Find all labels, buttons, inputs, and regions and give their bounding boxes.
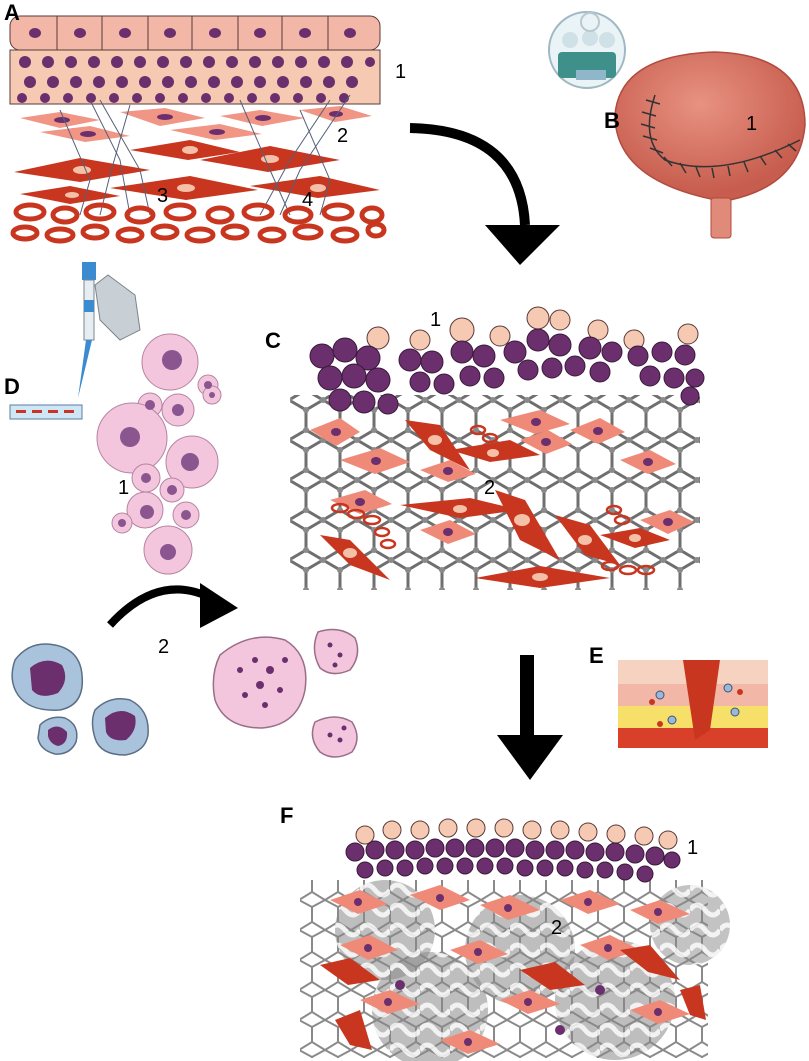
surgery-team-icon [548,11,626,89]
suture-line [640,94,801,179]
panel-f-urothelium [345,818,681,883]
panel-d-label-1: 1 [118,477,130,499]
panel-a-label-3: 3 [157,185,169,207]
arrow-a-to-c [409,123,560,265]
panel-a-bladder-wall [9,15,387,244]
panel-e-injection [612,655,772,755]
panel-a-label-4: 4 [302,189,314,211]
panel-d-label-2: 2 [158,636,170,658]
pipette-icon [9,262,141,420]
panel-b-label-1: 1 [746,113,758,135]
panel-f-label-1: 1 [687,837,699,859]
panel-a-nerve-fibres [59,94,351,216]
panel-a-smooth-muscle [14,140,380,204]
panel-c-scaffold [290,306,705,590]
panel-a-label-1: 1 [395,61,407,83]
panel-f-label-2: 2 [551,917,563,939]
panel-label-b: B [604,108,620,133]
panel-label-d: D [4,374,20,399]
panel-b-bladder [548,11,806,239]
panel-a-adventitia-rings [10,202,387,244]
panel-c-vessel-rings [330,424,656,576]
arrow-c-to-f [497,655,563,780]
activated-cells [212,628,359,758]
macrophages [11,643,149,756]
arrow-d [107,583,238,628]
panel-c-urothelium [309,306,705,415]
panel-label-a: A [4,0,20,25]
panel-c-label-1: 1 [430,309,442,331]
panel-label-e: E [589,643,604,668]
panel-a-umbrella-cells [9,15,381,51]
stem-cells [96,333,222,575]
panel-label-c: C [265,328,281,353]
panel-a-basal-cells [9,49,381,105]
well-plate [9,404,83,420]
panel-label-f: F [280,803,294,828]
panel-c-label-2: 2 [484,477,496,499]
panel-a-fibroblast-layer [20,106,372,142]
panel-d-cells [9,262,359,758]
panel-f-tissue [300,818,730,1061]
panel-f-smooth-muscle [320,945,706,1050]
panel-a-label-2: 2 [337,125,349,147]
